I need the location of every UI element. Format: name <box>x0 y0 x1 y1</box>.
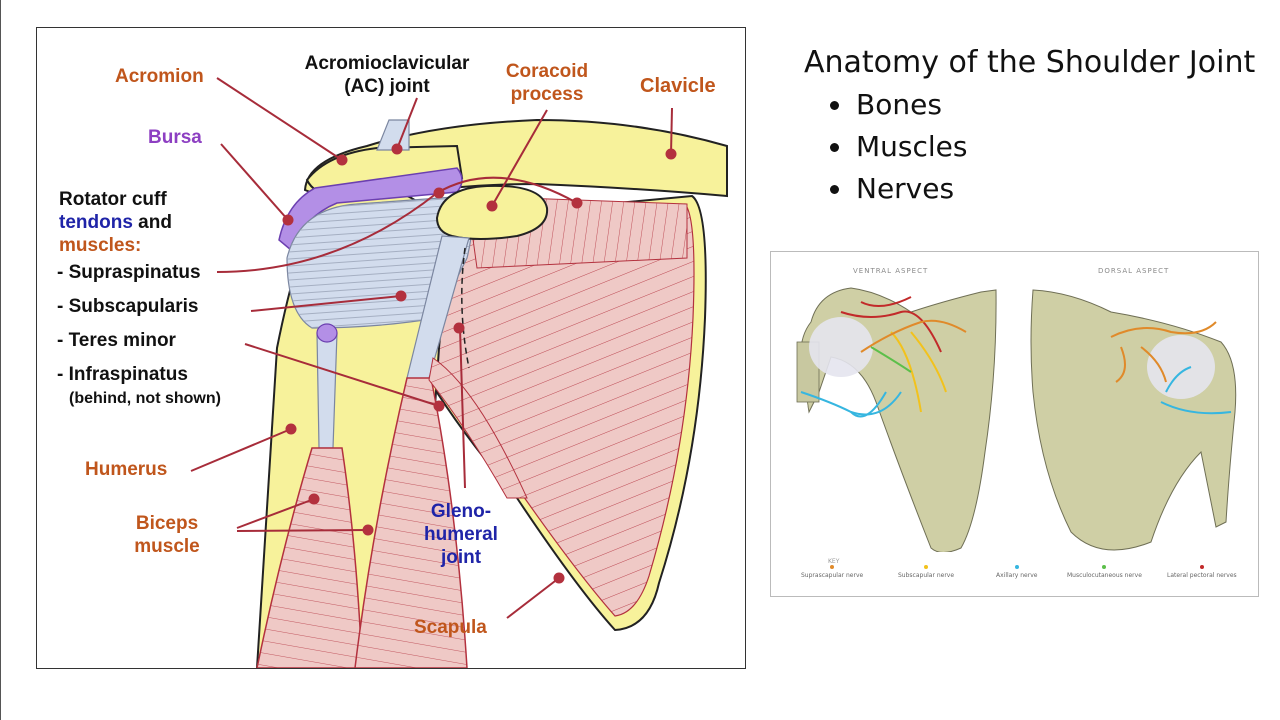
slide-title-block: Anatomy of the Shoulder Joint Bones Musc… <box>804 42 1255 210</box>
shoulder-anatomy-diagram: Acromion Acromioclavicular (AC) joint Co… <box>36 27 746 669</box>
and-word: and <box>132 212 172 233</box>
key-lateral-pectoral-label: Lateral pectoral nerves <box>1167 572 1237 579</box>
key-item-suprascapular: Suprascapular nerve <box>801 565 863 579</box>
subscapularis-label: - Subscapularis <box>57 296 199 317</box>
biceps-label: Biceps muscle <box>117 512 217 558</box>
slide-title: Anatomy of the Shoulder Joint <box>804 45 1256 80</box>
biceps-short-head-tendon <box>316 327 338 449</box>
infraspinatus-label: - Infraspinatus <box>57 364 188 385</box>
key-item-lateral-pectoral: Lateral pectoral nerves <box>1167 565 1237 579</box>
dorsal-nerves <box>1110 321 1232 415</box>
subscapular-dot <box>924 565 929 569</box>
infraspinatus-note: (behind, not shown) <box>69 390 221 407</box>
shoulder-drawing <box>190 77 728 668</box>
biceps-label-line2: muscle <box>134 536 200 557</box>
coracoid-label-line2: process <box>510 84 584 105</box>
glenohumeral-label-line2: humeral <box>424 524 498 545</box>
ac-joint-label: Acromioclavicular (AC) joint <box>287 52 487 98</box>
clavicle-label: Clavicle <box>640 75 716 97</box>
scapula-nerve-illustration <box>796 287 1237 552</box>
topic-list: Bones Muscles Nerves <box>804 84 1255 210</box>
key-subscapular-label: Subscapular nerve <box>898 572 955 579</box>
bursa-label: Bursa <box>148 127 202 148</box>
nerve-diagram: VENTRAL ASPECT DORSAL ASPECT <box>770 251 1259 597</box>
rotator-cuff-label-line2: tendons and <box>59 211 172 234</box>
glenohumeral-label-line3: joint <box>440 547 482 568</box>
coracoid-label: Coracoid process <box>497 60 597 106</box>
rotator-cuff-label-line1: Rotator cuff <box>59 189 167 210</box>
key-axillary-label: Axillary nerve <box>996 572 1038 579</box>
rotator-cuff-label: Rotator cuff tendons and muscles: <box>59 188 172 257</box>
scapula-label: Scapula <box>414 617 487 638</box>
key-suprascapular-label: Suprascapular nerve <box>801 572 864 579</box>
dorsal-aspect-label: DORSAL ASPECT <box>1098 267 1170 275</box>
suprascapular-dot <box>830 565 835 569</box>
glenohumeral-label: Gleno- humeral joint <box>411 500 511 569</box>
topic-item-muscles: Muscles <box>828 126 1255 168</box>
coracoid-process <box>435 184 549 240</box>
ventral-nerves <box>800 296 967 418</box>
ac-joint-label-line1: Acromioclavicular <box>304 53 470 74</box>
axillary-dot <box>1014 565 1019 569</box>
slide-left-edge <box>0 0 1 720</box>
label-pointer-dots <box>282 143 677 584</box>
ventral-aspect-label: VENTRAL ASPECT <box>853 267 929 275</box>
key-item-axillary: Axillary nerve <box>996 565 1037 579</box>
teres-minor-label: - Teres minor <box>57 330 176 351</box>
ac-joint-label-line2: (AC) joint <box>344 76 430 97</box>
biceps-label-line1: Biceps <box>135 513 199 534</box>
glenohumeral-label-line1: Gleno- <box>430 501 492 522</box>
musculocutaneous-dot <box>1102 565 1107 569</box>
label-pointers <box>190 77 673 619</box>
acromion-label: Acromion <box>115 66 204 87</box>
key-heading: KEY <box>828 558 840 565</box>
tendons-word: tendons <box>59 212 133 233</box>
key-item-subscapular: Subscapular nerve <box>898 565 954 579</box>
topic-item-nerves: Nerves <box>828 168 1255 210</box>
topic-item-bones: Bones <box>828 84 1255 126</box>
lateral-pectoral-dot <box>1199 565 1204 569</box>
key-item-musculocutaneous: Musculocutaneous nerve <box>1067 565 1142 579</box>
humerus-label: Humerus <box>85 459 168 480</box>
coracoid-label-line1: Coracoid <box>505 61 589 82</box>
muscles-word: muscles: <box>59 235 142 256</box>
supraspinatus-label: - Supraspinatus <box>57 262 201 283</box>
key-musculocutaneous-label: Musculocutaneous nerve <box>1067 572 1142 579</box>
